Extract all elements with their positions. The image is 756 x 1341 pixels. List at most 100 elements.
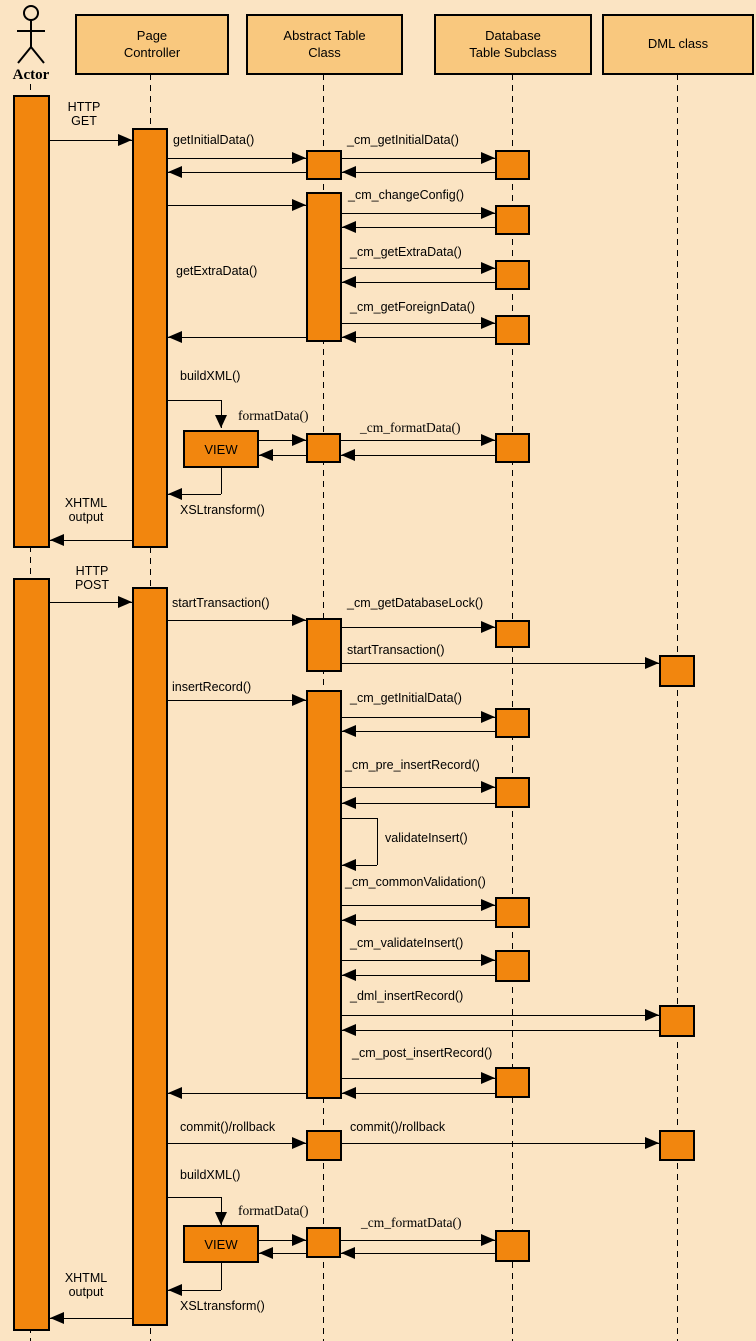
message-arrow-cm-formatData-return-head (341, 449, 355, 461)
message-arrow-cm-changeConfig-return (342, 227, 495, 228)
message-arrow-cm-commonValidation-return-head (342, 914, 356, 926)
message-label-dml-insertRecord: _dml_insertRecord() (350, 989, 464, 1003)
message-label-cm-commonValidation: _cm_commonValidation() (345, 875, 486, 889)
activation-atc-formatData-get (306, 433, 341, 463)
message-arrow-http-get (50, 140, 132, 141)
message-label-commit-rollback: commit()/rollback (180, 1120, 276, 1134)
message-label-startTransaction-dml: startTransaction() (347, 643, 445, 657)
message-arrow-buildXML-v (221, 400, 222, 428)
message-label-formatData-post: formatData() (238, 1203, 309, 1218)
message-arrow-cm-formatData-call (341, 440, 495, 441)
message-arrow-buildXML-v-head (215, 415, 227, 428)
message-arrow-http-post (50, 602, 132, 603)
message-arrow-cm-getForeignData-return-head (342, 331, 356, 343)
activation-actor-get (13, 95, 50, 548)
message-arrow-insertRecord-return (168, 1093, 306, 1094)
activation-actor-post (13, 578, 50, 1331)
activation-atc-formatData-post (306, 1227, 341, 1258)
message-arrow-insertRecord-return-head (168, 1087, 182, 1099)
message-arrow-startTransaction-dml-call (342, 663, 659, 664)
message-arrow-cm-post-insertRecord-call-head (481, 1072, 495, 1084)
message-arrow-getExtraData-call (168, 205, 306, 206)
actor-icon (9, 1, 53, 65)
message-arrow-getExtraData-return-head (168, 331, 182, 343)
activation-dts-getInitialData-post (495, 708, 530, 738)
message-arrow-cm-formatData-post-return-head (341, 1247, 355, 1259)
message-label-cm-formatData: _cm_formatData() (360, 420, 461, 435)
message-arrow-XSLtransform-post-return (168, 1290, 221, 1291)
message-arrow-cm-getInitialData-post-return-head (342, 725, 356, 737)
message-label-XSLtransform-post: XSLtransform() (180, 1299, 265, 1313)
participant-box-page-controller: Page Controller (75, 14, 229, 75)
message-arrow-XSLtransform-post-return-head (168, 1284, 182, 1296)
view-box-label: VIEW (204, 1236, 238, 1252)
activation-dts-postInsertRecord (495, 1067, 530, 1098)
message-arrow-cm-formatData-post-call (341, 1240, 495, 1241)
message-arrow-formatData-return-head (259, 449, 273, 461)
lifeline-database-table-subclass (512, 74, 513, 1341)
participant-box-abstract-table-class: Abstract Table Class (246, 14, 403, 75)
message-label-cm-getDatabaseLock: _cm_getDatabaseLock() (347, 596, 484, 610)
activation-dml-commit (659, 1130, 695, 1161)
message-label-cm-pre-insertRecord: _cm_pre_insertRecord() (345, 758, 480, 772)
participant-box-dml-class: DML class (602, 14, 754, 75)
message-arrow-commit-dml-call (342, 1143, 659, 1144)
message-arrow-xhtml-output-post (50, 1318, 132, 1319)
message-label-xhtml-output: XHTML output (64, 496, 108, 524)
message-arrow-cm-getForeignData-call-head (481, 317, 495, 329)
activation-dts-formatData-post (495, 1230, 530, 1262)
message-label-getExtraData: getExtraData() (176, 264, 258, 278)
message-arrow-cm-commonValidation-call (342, 905, 495, 906)
activation-dts-formatData-get (495, 433, 530, 463)
message-arrow-cm-changeConfig-call-head (481, 207, 495, 219)
message-arrow-xhtml-output (50, 540, 132, 541)
message-arrow-xhtml-output-head (50, 534, 64, 546)
message-arrow-getExtraData-return (168, 337, 306, 338)
message-arrow-cm-pre-insertRecord-call (342, 787, 495, 788)
message-arrow-validateInsert-v (377, 818, 378, 865)
message-arrow-cm-getInitialData-return (342, 172, 495, 173)
message-label-XSLtransform: XSLtransform() (180, 503, 265, 517)
activation-pc-get (132, 128, 168, 548)
message-label-startTransaction: startTransaction() (172, 596, 270, 610)
message-arrow-getExtraData-call-head (292, 199, 306, 211)
message-arrow-buildXML-post-v-head (215, 1212, 227, 1225)
message-label-xhtml-output-post: XHTML output (64, 1271, 108, 1299)
message-arrow-formatData-post-call-head (292, 1234, 306, 1246)
message-arrow-cm-getInitialData-post-return (342, 731, 495, 732)
message-arrow-cm-formatData-return (341, 455, 495, 456)
message-arrow-XSLtransform-return-head (168, 488, 182, 500)
message-arrow-cm-getExtraData-call-head (481, 262, 495, 274)
message-arrow-formatData-post-call (259, 1240, 306, 1241)
message-arrow-insertRecord-call-head (292, 694, 306, 706)
message-arrow-cm-getExtraData-return (342, 282, 495, 283)
message-arrow-dml-insertRecord-call-head (645, 1009, 659, 1021)
message-label-cm-validateInsert: _cm_validateInsert() (350, 936, 464, 950)
activation-dml-startTransaction (659, 655, 695, 687)
message-arrow-cm-formatData-post-return (341, 1253, 495, 1254)
message-label-http-get: HTTP GET (67, 100, 101, 128)
message-label-cm-formatData-post: _cm_formatData() (361, 1215, 462, 1230)
message-arrow-formatData-call (259, 440, 306, 441)
message-arrow-http-get-head (118, 134, 132, 146)
message-arrow-startTransaction-dml-call-head (645, 657, 659, 669)
message-arrow-commit-call (168, 1143, 306, 1144)
message-label-commit-rollback-dml: commit()/rollback (350, 1120, 446, 1134)
message-arrow-getInitialData-call-head (292, 152, 306, 164)
message-arrow-cm-changeConfig-return-head (342, 221, 356, 233)
message-arrow-cm-getInitialData-post-call (342, 717, 495, 718)
message-arrow-cm-commonValidation-call-head (481, 899, 495, 911)
message-arrow-dml-insertRecord-return (342, 1030, 659, 1031)
message-label-insertRecord: insertRecord() (172, 680, 252, 694)
message-label-getInitialData: getInitialData() (173, 133, 255, 147)
message-label-cm-getInitialData-post: _cm_getInitialData() (350, 691, 462, 705)
message-arrow-getInitialData-return-head (168, 166, 182, 178)
message-arrow-commit-call-head (292, 1137, 306, 1149)
message-arrow-cm-pre-insertRecord-return (342, 803, 495, 804)
activation-pc-post (132, 587, 168, 1326)
message-arrow-cm-validateInsert-call-head (481, 954, 495, 966)
message-label-formatData: formatData() (238, 408, 309, 423)
message-arrow-cm-getDatabaseLock-call-head (481, 621, 495, 633)
activation-atc-commit (306, 1130, 342, 1161)
